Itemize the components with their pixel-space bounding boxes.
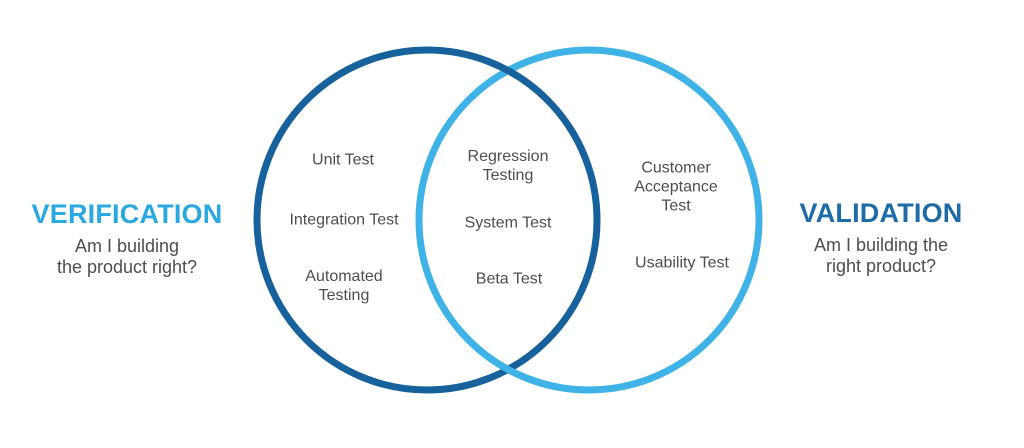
verification-subtitle-line-2: the product right? (56, 257, 198, 277)
venn-item-automated-testing: Automated Testing (305, 268, 383, 304)
venn-item-beta-test: Beta Test (475, 270, 543, 288)
validation-circle-outline (415, 46, 763, 394)
validation-title: VALIDATION (799, 198, 963, 228)
verification-circle-outline (253, 46, 601, 394)
venn-item-integration-test: Integration Test (289, 211, 399, 229)
verification-subtitle-line-1: Am I building (74, 236, 180, 256)
validation-label-block: VALIDATION Am I building the right produ… (771, 199, 991, 277)
venn-item-usability-test: Usability Test (635, 254, 729, 272)
overlap-arc-light-over-dark (456, 327, 561, 391)
venn-item-unit-test: Unit Test (312, 151, 374, 169)
verification-subtitle: Am I building the product right? (17, 236, 237, 278)
verification-label-block: VERIFICATION Am I building the product r… (17, 200, 237, 278)
verification-title: VERIFICATION (31, 199, 223, 229)
validation-subtitle-line-1: Am I building the (813, 235, 949, 255)
venn-item-system-test: System Test (464, 214, 552, 232)
validation-subtitle-line-2: right product? (825, 256, 937, 276)
validation-subtitle: Am I building the right product? (771, 235, 991, 277)
venn-item-customer-acceptance-test: Customer Acceptance Test (634, 159, 718, 215)
venn-item-regression-testing: Regression Testing (467, 148, 549, 184)
